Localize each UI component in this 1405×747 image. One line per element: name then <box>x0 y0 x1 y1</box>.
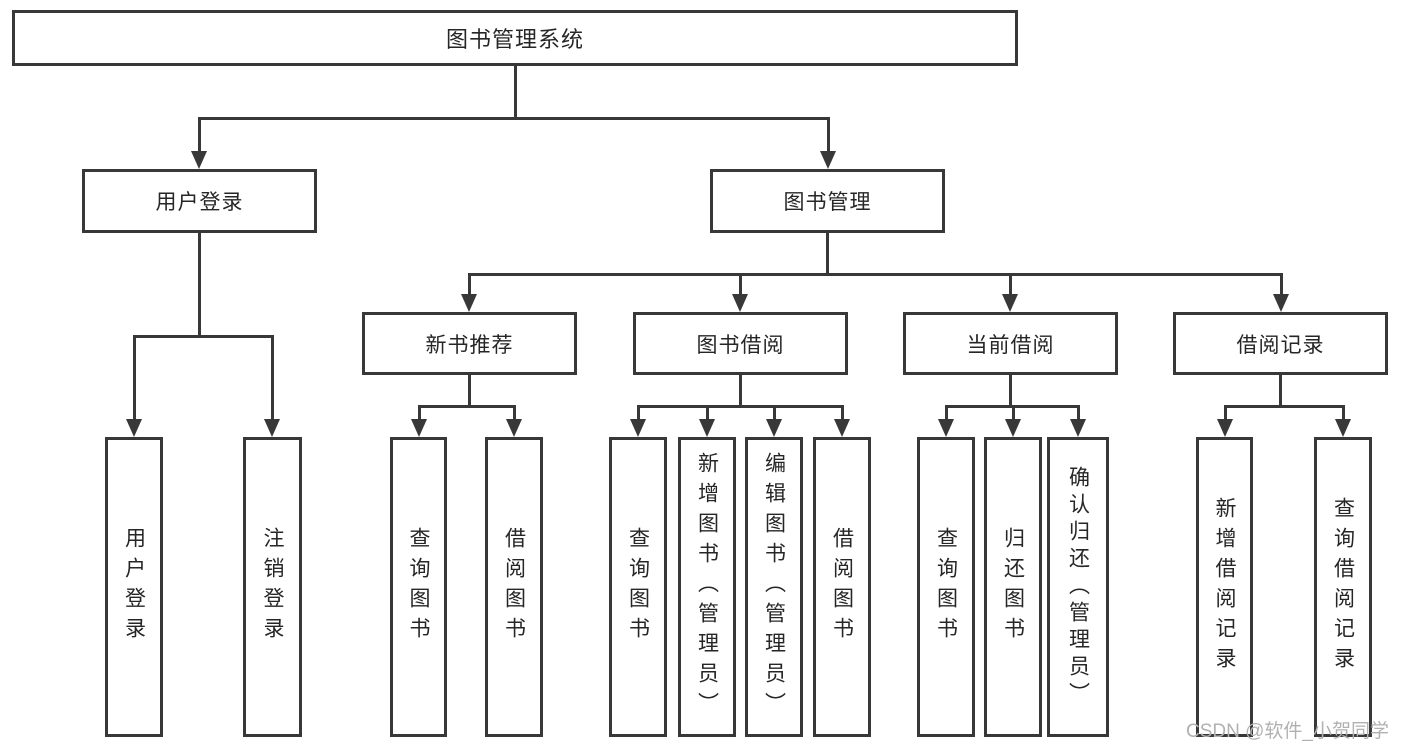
arrowhead-down-icon <box>1335 419 1351 437</box>
leaf-confirm-return-admin: 确认归还（管理员） <box>1047 437 1109 737</box>
node-borrow-records: 借阅记录 <box>1173 312 1388 375</box>
node-book-management-label: 图书管理 <box>783 191 872 214</box>
leaf-return-book: 归还图书 <box>984 437 1042 737</box>
connector-new-book-branch <box>418 405 516 408</box>
connector-current-borrow-stem <box>1009 375 1012 408</box>
connector-user-login-drop <box>198 117 201 153</box>
arrowhead-down-icon <box>630 419 646 437</box>
arrowhead-down-icon <box>938 419 954 437</box>
node-current-borrow: 当前借阅 <box>903 312 1118 375</box>
node-new-book-recommend: 新书推荐 <box>362 312 577 375</box>
leaf-confirm-return-admin-label: 确认归还（管理员） <box>1066 465 1090 709</box>
arrowhead-down-icon <box>820 151 836 169</box>
csdn-watermark: CSDN @软件_小贺同学 <box>1186 721 1389 742</box>
connector-leaf-drop <box>1077 405 1080 421</box>
arrowhead-down-icon <box>1217 419 1233 437</box>
node-book-management: 图书管理 <box>710 169 945 233</box>
leaf-return-book-label: 归还图书 <box>1001 527 1025 647</box>
leaf-edit-book-admin: 编辑图书（管理员） <box>745 437 803 737</box>
leaf-add-borrow-record-label: 新增借阅记录 <box>1213 497 1237 677</box>
leaf-query-borrow-record: 查询借阅记录 <box>1314 437 1372 737</box>
arrowhead-down-icon <box>699 419 715 437</box>
connector-leaf-drop <box>513 405 516 421</box>
node-user-login: 用户登录 <box>82 169 317 233</box>
arrowhead-down-icon <box>461 294 477 312</box>
node-new-book-recommend-label: 新书推荐 <box>425 333 514 357</box>
leaf-logout-login-label: 注销登录 <box>261 527 285 647</box>
node-root: 图书管理系统 <box>12 10 1018 66</box>
connector-new-book-stem <box>468 375 471 408</box>
connector-root-stem <box>514 66 517 120</box>
connector-book-borrow-stem <box>739 375 742 408</box>
node-user-login-label: 用户登录 <box>155 191 244 214</box>
connector-leaf-drop <box>841 405 844 421</box>
arrowhead-down-icon <box>506 419 522 437</box>
leaf-logout-login: 注销登录 <box>243 437 302 737</box>
arrowhead-down-icon <box>264 419 280 437</box>
connector-user-login-branch <box>133 335 274 338</box>
connector-leaf-drop <box>271 335 274 421</box>
arrowhead-down-icon <box>732 294 748 312</box>
connector-leaf-drop <box>1012 405 1015 421</box>
arrowhead-down-icon <box>1070 419 1086 437</box>
arrowhead-down-icon <box>126 419 142 437</box>
leaf-borrow-book: 借阅图书 <box>813 437 871 737</box>
leaf-user-login: 用户登录 <box>105 437 163 737</box>
leaf-edit-book-admin-label: 编辑图书（管理员） <box>762 452 786 722</box>
connector-leaf-drop <box>637 405 640 421</box>
connector-book-mgmt-branch <box>468 273 1283 276</box>
arrowhead-down-icon <box>1002 294 1018 312</box>
arrowhead-down-icon <box>1005 419 1021 437</box>
connector-borrow-records-branch <box>1224 405 1344 408</box>
connector-leaf-drop <box>133 335 136 421</box>
arrowhead-down-icon <box>411 419 427 437</box>
leaf-borrow-book-label: 借阅图书 <box>830 527 854 647</box>
leaf-query-book-recommend-label: 查询图书 <box>407 527 431 647</box>
connector-user-login-stem <box>198 233 201 338</box>
connector-book-borrow-branch <box>637 405 843 408</box>
connector-leaf-drop <box>1342 405 1345 421</box>
connector-module-drop <box>468 273 471 296</box>
node-book-borrow-label: 图书借阅 <box>696 333 785 357</box>
leaf-query-book-recommend: 查询图书 <box>390 437 447 737</box>
connector-leaf-drop <box>418 405 421 421</box>
leaf-query-book-borrow-label: 查询图书 <box>626 527 650 647</box>
leaf-query-borrow-record-label: 查询借阅记录 <box>1331 497 1355 677</box>
connector-leaf-drop <box>1224 405 1227 421</box>
leaf-query-book-current-label: 查询图书 <box>934 527 958 647</box>
leaf-add-borrow-record: 新增借阅记录 <box>1196 437 1253 737</box>
connector-leaf-drop <box>945 405 948 421</box>
leaf-borrow-book-recommend-label: 借阅图书 <box>502 527 526 647</box>
node-current-borrow-label: 当前借阅 <box>966 333 1055 357</box>
leaf-query-book-current: 查询图书 <box>917 437 975 737</box>
node-book-borrow: 图书借阅 <box>633 312 848 375</box>
leaf-borrow-book-recommend: 借阅图书 <box>485 437 543 737</box>
leaf-add-book-admin: 新增图书（管理员） <box>678 437 736 737</box>
connector-module-drop <box>739 273 742 296</box>
connector-borrow-records-stem <box>1279 375 1282 408</box>
connector-module-drop <box>1280 273 1283 296</box>
connector-root-branch-line <box>198 117 830 120</box>
connector-leaf-drop <box>773 405 776 421</box>
connector-book-mgmt-stem <box>826 233 829 276</box>
arrowhead-down-icon <box>766 419 782 437</box>
arrowhead-down-icon <box>1273 294 1289 312</box>
leaf-query-book-borrow: 查询图书 <box>609 437 667 737</box>
node-root-label: 图书管理系统 <box>445 27 584 52</box>
arrowhead-down-icon <box>191 151 207 169</box>
connector-leaf-drop <box>706 405 709 421</box>
leaf-add-book-admin-label: 新增图书（管理员） <box>695 452 719 722</box>
connector-module-drop <box>1009 273 1012 296</box>
arrowhead-down-icon <box>834 419 850 437</box>
node-borrow-records-label: 借阅记录 <box>1236 333 1325 357</box>
connector-book-mgmt-drop <box>827 117 830 153</box>
leaf-user-login-label: 用户登录 <box>122 527 146 647</box>
